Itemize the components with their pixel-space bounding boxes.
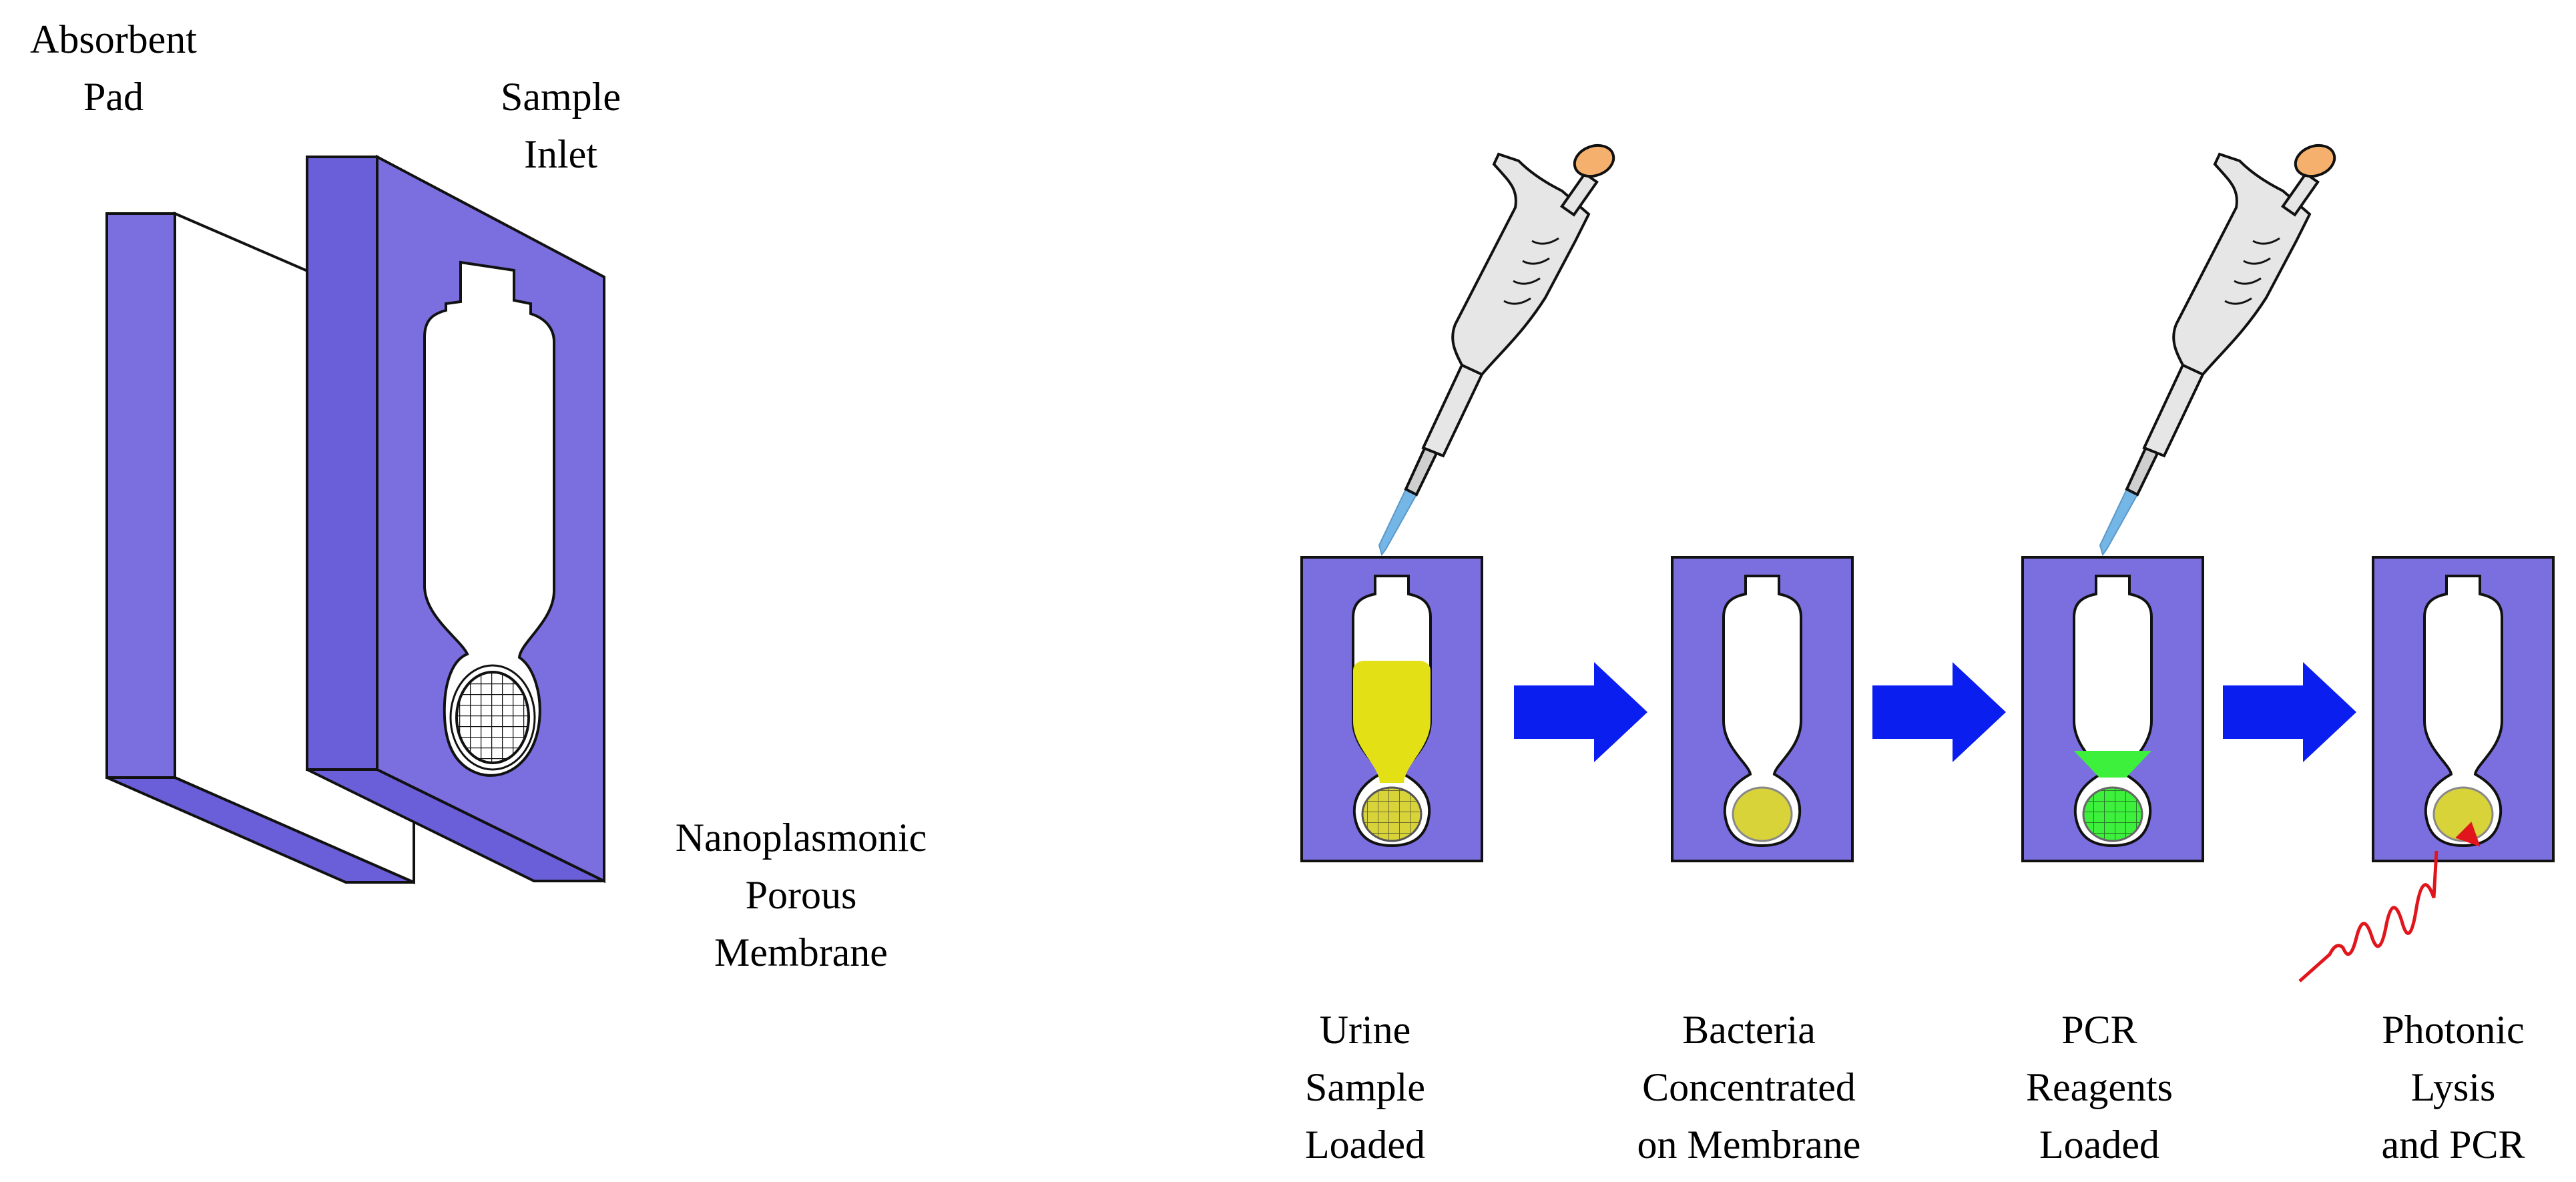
step-2-label-line-2: Concentrated (1642, 1065, 1856, 1109)
right-arrow-icon (1872, 662, 2006, 762)
right-arrow-icon (1514, 662, 1647, 762)
membrane (2082, 786, 2143, 842)
device-card (1671, 556, 1854, 862)
step-3-label: PCR Reagents Loaded (1993, 1001, 2206, 1173)
reagent-fill (2074, 751, 2151, 778)
absorbent-pad-label-line-2: Pad (83, 75, 144, 119)
membrane-label-line-2: Porous (745, 873, 857, 917)
step-4-label-line-1: Photonic (2382, 1008, 2525, 1052)
step-1-label-line-1: Urine (1319, 1008, 1411, 1052)
sample-inlet-label-line-2: Inlet (524, 132, 597, 176)
membrane-label-line-3: Membrane (714, 930, 888, 974)
step-1-label-line-2: Sample (1305, 1065, 1425, 1109)
step-card-4 (2372, 556, 2555, 862)
sample-inlet-layer (306, 154, 605, 884)
sample-inlet-label: Sample Inlet (467, 68, 654, 183)
membrane (1361, 786, 1423, 842)
right-arrow-icon (2223, 662, 2356, 762)
step-4-label-line-2: Lysis (2410, 1065, 2496, 1109)
device-card (2021, 556, 2204, 862)
step-4-label-line-3: and PCR (2381, 1123, 2525, 1167)
sample-inlet-label-line-1: Sample (501, 75, 621, 119)
process-steps (1300, 143, 2555, 982)
membrane-label-line-1: Nanoplasmonic (675, 816, 927, 860)
step-card-3 (2021, 556, 2204, 862)
step-4-label: Photonic Lysis and PCR (2343, 1001, 2563, 1173)
step-2-label-line-3: on Membrane (1637, 1123, 1861, 1167)
pipette-icon (2099, 143, 2336, 557)
step-2-label: Bacteria Concentrated on Membrane (1595, 1001, 1902, 1173)
absorbent-pad-label: Absorbent Pad (13, 11, 214, 125)
step-2-label-line-1: Bacteria (1682, 1008, 1816, 1052)
step-1-label-line-3: Loaded (1305, 1123, 1425, 1167)
device-card (2372, 556, 2555, 862)
membrane (1732, 786, 1793, 842)
pipette-icon (1378, 143, 1615, 557)
step-3-label-line-3: Loaded (2039, 1123, 2159, 1167)
step-3-label-line-2: Reagents (2026, 1065, 2173, 1109)
membrane-label: Nanoplasmonic Porous Membrane (637, 809, 965, 981)
step-3-label-line-1: PCR (2061, 1008, 2137, 1052)
absorbent-pad-label-line-1: Absorbent (30, 17, 197, 61)
urine-fill (1353, 661, 1431, 783)
step-card-2 (1671, 556, 1854, 862)
light-wave-icon (2298, 822, 2481, 982)
membrane (2432, 786, 2494, 842)
step-1-label: Urine Sample Loaded (1258, 1001, 1472, 1173)
step-card-1 (1300, 556, 1483, 862)
